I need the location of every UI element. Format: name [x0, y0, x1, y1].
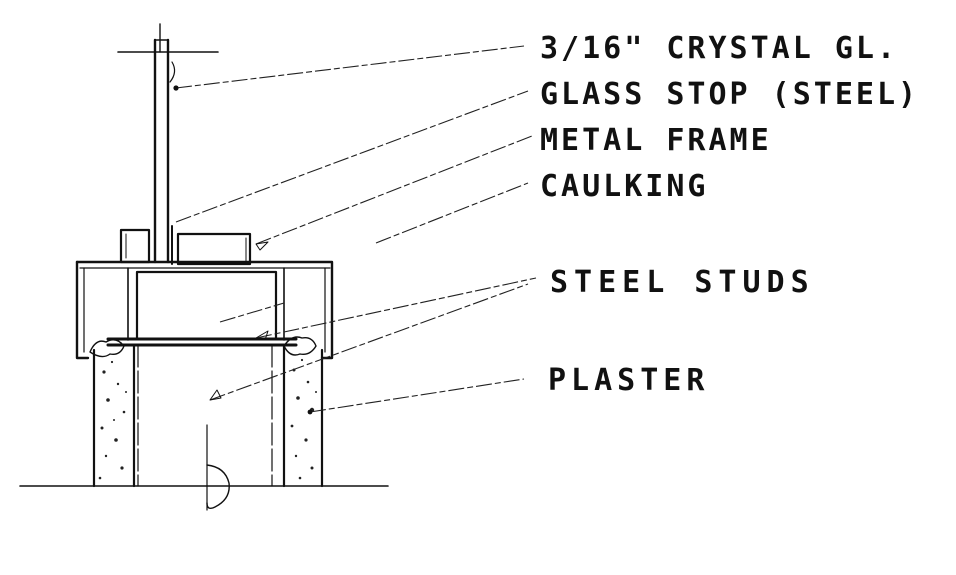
floor-line	[19, 424, 389, 511]
leader-lines	[173, 45, 537, 415]
glass-pane	[117, 23, 219, 264]
glass-stop	[119, 228, 151, 264]
label-glass: 3/16" CRYSTAL GL.	[540, 31, 898, 66]
glass-stop-right	[171, 225, 252, 266]
callout-labels: 3/16" CRYSTAL GL. GLASS STOP (STEEL) MET…	[540, 31, 919, 398]
plaster-right	[282, 344, 324, 488]
label-caulking: CAULKING	[540, 169, 709, 204]
label-plaster: PLASTER	[548, 363, 709, 398]
steel-stud	[106, 337, 298, 487]
label-steel-studs: STEEL STUDS	[550, 265, 815, 300]
label-glass-stop: GLASS STOP (STEEL)	[540, 77, 919, 112]
plaster-left	[92, 344, 136, 488]
caulking-beads	[89, 336, 317, 358]
label-metal-frame: METAL FRAME	[540, 123, 772, 158]
